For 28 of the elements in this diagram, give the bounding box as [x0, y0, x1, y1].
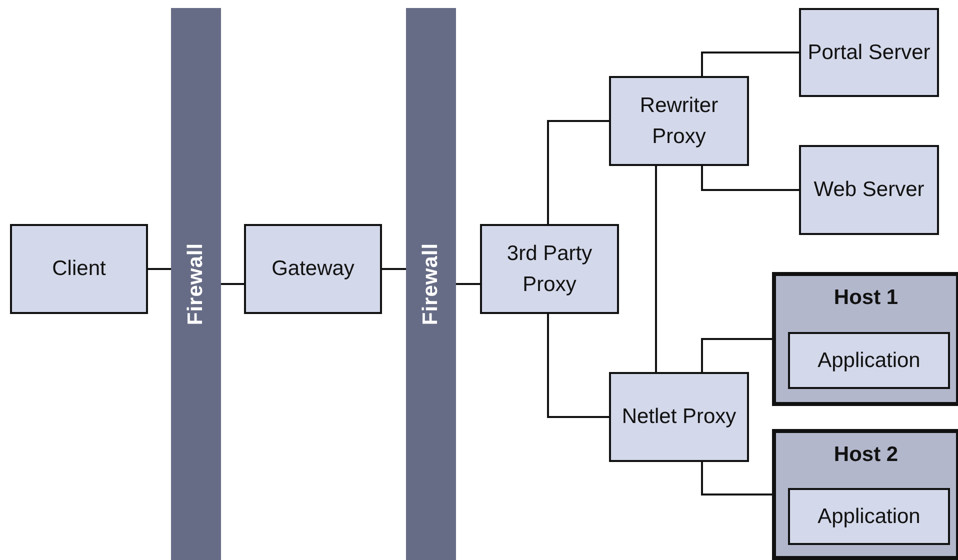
connector-line: [456, 283, 480, 285]
host-title: Host 1: [832, 286, 900, 310]
connector-line: [655, 166, 657, 372]
firewall-label: Firewall: [419, 242, 443, 326]
connector-line: [701, 462, 772, 496]
firewall-band: [171, 8, 221, 560]
host-box: [772, 429, 958, 560]
host-title: Host 2: [832, 443, 900, 467]
connector-line: [547, 314, 609, 418]
firewall-label: Firewall: [184, 242, 208, 326]
process-box: Rewriter Proxy: [609, 76, 749, 166]
process-box: Application: [788, 332, 950, 389]
connector-line: [701, 52, 799, 76]
process-box: Web Server: [799, 145, 939, 235]
connector-line: [148, 268, 171, 270]
connector-line: [547, 120, 609, 224]
process-box: Application: [788, 488, 950, 545]
process-box: Gateway: [244, 224, 382, 314]
connector-line: [221, 283, 244, 285]
connector-line: [701, 166, 799, 191]
process-box: Netlet Proxy: [609, 372, 749, 462]
firewall-band: [406, 8, 456, 560]
process-box: 3rd Party Proxy: [480, 224, 619, 314]
process-box: Client: [10, 224, 148, 314]
host-box: [772, 272, 958, 406]
process-box: Portal Server: [799, 8, 939, 97]
connector-line: [382, 268, 406, 270]
connector-line: [701, 338, 772, 372]
